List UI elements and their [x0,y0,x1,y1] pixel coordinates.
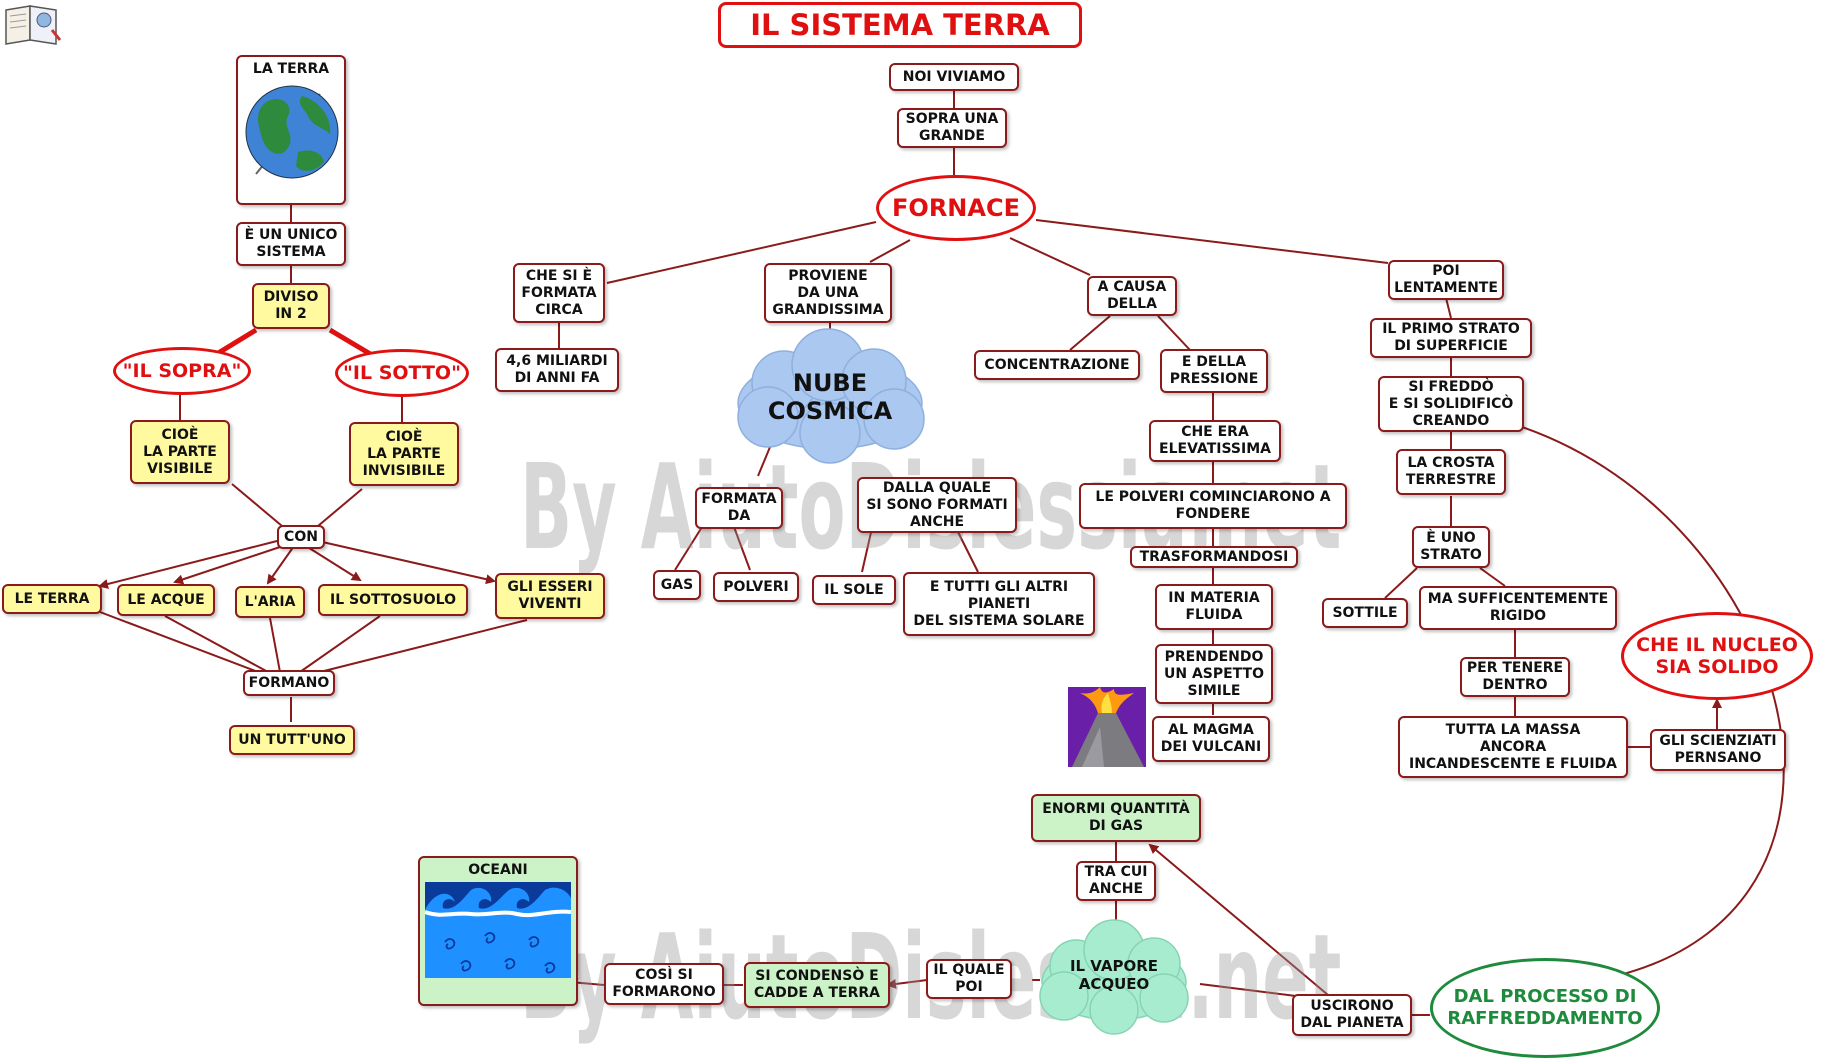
node-a-causa-della: A CAUSA DELLA [1087,276,1177,316]
node-la-terra-label: LA TERRA [252,61,330,77]
node-dalla-quale: DALLA QUALE SI SONO FORMATI ANCHE [857,477,1017,533]
node-trasformandosi: TRASFORMANDOSI [1130,546,1298,568]
node-al-magma: AL MAGMA DEI VULCANI [1152,716,1270,762]
node-formata-da: FORMATA DA [695,487,783,529]
node-sottile: SOTTILE [1322,598,1408,628]
node-il-sottosuolo: IL SOTTOSUOLO [318,584,468,616]
node-che-era-elevatissima: CHE ERA ELEVATISSIMA [1149,420,1281,462]
node-il-quale-poi: IL QUALE POI [926,959,1012,999]
node-il-sopra: "IL SOPRA" [113,347,251,395]
node-la-crosta: LA CROSTA TERRESTRE [1396,449,1506,495]
node-noi-viviamo: NOI VIVIAMO [889,63,1019,91]
node-gli-esseri-viventi: GLI ESSERI VIVENTI [495,573,605,619]
node-si-freddo: SI FREDDÒ E SI SOLIDIFICÒ CREANDO [1378,376,1524,432]
node-gas: GAS [653,570,701,600]
node-le-terra: LE TERRA [2,584,102,614]
globe-image [245,85,339,179]
cloud-vapore-acqueo [1039,919,1189,1035]
node-si-condenso: SI CONDENSÒ E CADDE A TERRA [744,962,890,1008]
node-per-tenere-dentro: PER TENERE DENTRO [1460,657,1570,697]
node-tra-cui-anche: TRA CUI ANCHE [1076,861,1156,901]
node-l-aria: L'ARIA [235,586,305,618]
node-un-tutt-uno: UN TUTT'UNO [229,725,355,755]
node-gli-scienziati: GLI SCIENZIATI PERNSANO [1650,729,1786,771]
book-icon [5,5,62,45]
node-tutta-la-massa: TUTTA LA MASSA ANCORA INCANDESCENTE E FL… [1398,716,1628,778]
node-poi-lentamente: POI LENTAMENTE [1388,260,1504,300]
node-proviene: PROVIENE DA UNA GRANDISSIMA [764,263,892,323]
node-con: CON [277,525,325,549]
node-diviso-in-2: DIVISO IN 2 [252,283,330,329]
node-che-si-e-formata: CHE SI È FORMATA CIRCA [513,263,605,323]
node-fornace: FORNACE [876,175,1036,241]
node-della-pressione: E DELLA PRESSIONE [1160,349,1268,393]
node-il-sotto: "IL SOTTO" [335,349,469,397]
node-4-6-miliardi: 4,6 MILIARDI DI ANNI FA [495,348,619,392]
node-prendendo: PRENDENDO UN ASPETTO SIMILE [1155,644,1273,704]
node-il-primo-strato: IL PRIMO STRATO DI SUPERFICIE [1370,318,1532,358]
node-in-materia-fluida: IN MATERIA FLUIDA [1155,584,1273,630]
node-le-polveri: LE POLVERI COMINCIARONO A FONDERE [1079,483,1347,529]
volcano-image [1068,687,1146,767]
page-title: IL SISTEMA TERRA [718,2,1082,48]
node-cosi-si-formarono: COSÌ SI FORMARONO [604,963,724,1005]
node-le-acque: LE ACQUE [117,584,215,616]
node-nube-cosmica: NUBE COSMICA [767,369,893,425]
node-altri-pianeti: E TUTTI GLI ALTRI PIANETI DEL SISTEMA SO… [903,572,1095,636]
node-e-un-unico-sistema: È UN UNICO SISTEMA [236,222,346,266]
node-cioe-visibile: CIOÈ LA PARTE VISIBILE [130,420,230,484]
node-formano: FORMANO [243,670,335,696]
node-che-il-nucleo: CHE IL NUCLEO SIA SOLIDO [1621,612,1813,700]
node-polveri: POLVERI [713,572,799,602]
node-enormi-quantita: ENORMI QUANTITÀ DI GAS [1031,794,1201,842]
node-e-uno-strato: È UNO STRATO [1412,526,1490,568]
node-uscirono: USCIRONO DAL PIANETA [1292,994,1412,1036]
node-il-vapore-acqueo: IL VAPORE ACQUEO [1069,957,1159,993]
node-cioe-invisibile: CIOÈ LA PARTE INVISIBILE [349,422,459,486]
ocean-waves-image [425,882,571,978]
node-il-sole: IL SOLE [812,575,896,605]
node-concentrazione: CONCENTRAZIONE [974,350,1140,380]
node-oceani-label: OCEANI [468,862,528,878]
cloud-nube-cosmica [737,328,925,464]
node-sopra-una-grande: SOPRA UNA GRANDE [897,108,1007,148]
node-dal-processo: DAL PROCESSO DI RAFFREDDAMENTO [1430,958,1660,1058]
node-ma-sufficientemente: MA SUFFICENTEMENTE RIGIDO [1419,586,1617,630]
